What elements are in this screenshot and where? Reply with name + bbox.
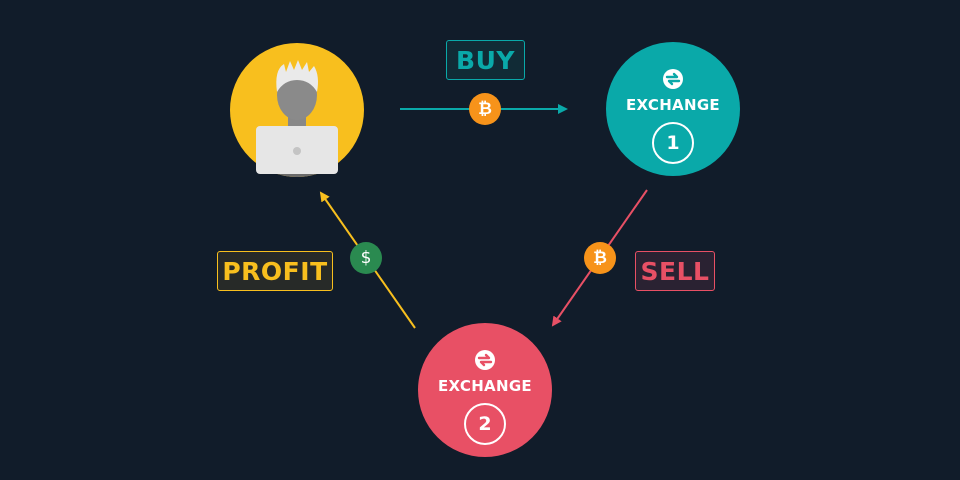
bitcoin-icon: ₿ [584, 242, 616, 274]
bitcoin-icon: ₿ [469, 93, 501, 125]
exchange-2-node: EXCHANGE 2 [418, 323, 552, 457]
dollar-icon: $ [350, 242, 382, 274]
exchange-logo-icon [663, 69, 683, 89]
exchange-logo-icon [475, 350, 495, 370]
exchange-2-title: EXCHANGE [438, 377, 532, 395]
sell-label: SELL [635, 251, 715, 291]
profit-label: PROFIT [217, 251, 333, 291]
exchange-2-number: 2 [464, 403, 506, 445]
buy-label: BUY [446, 40, 525, 80]
exchange-1-node: EXCHANGE 1 [606, 42, 740, 176]
user-avatar-icon [230, 43, 364, 177]
exchange-1-title: EXCHANGE [626, 96, 720, 114]
laptop-icon [256, 126, 338, 174]
exchange-1-number: 1 [652, 122, 694, 164]
